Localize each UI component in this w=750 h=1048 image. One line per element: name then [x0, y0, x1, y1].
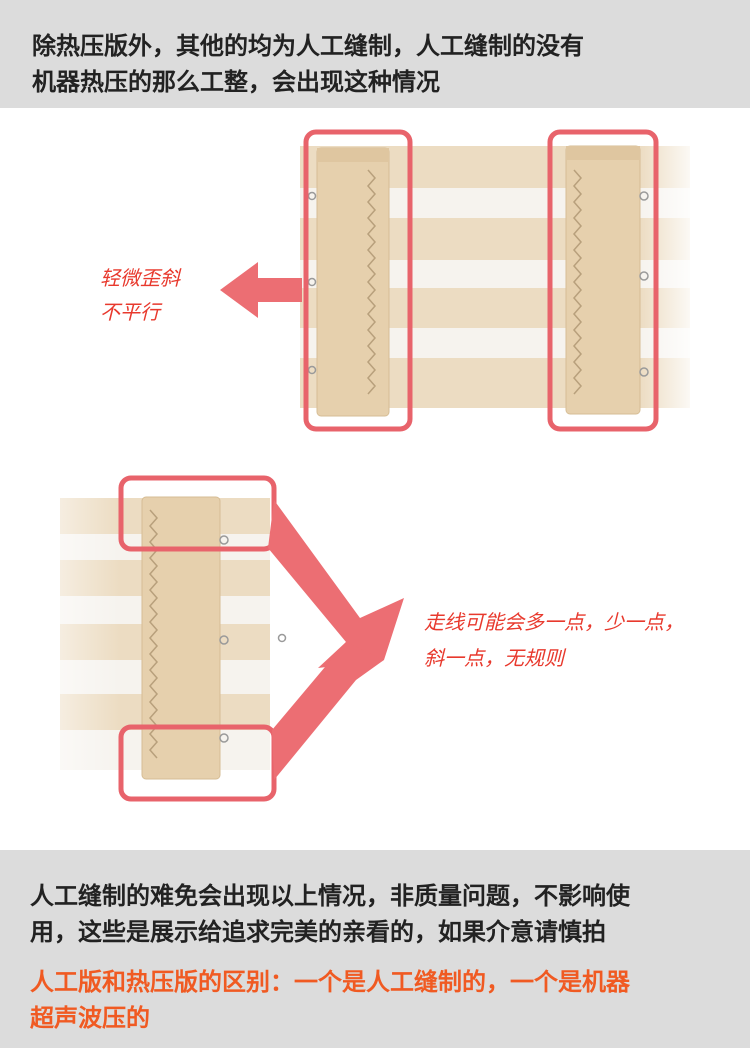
- arrow-right-icon: [268, 500, 404, 668]
- difference-note-line-1: 人工版和热压版的区别：一个是人工缝制的，一个是机器: [30, 968, 630, 996]
- product-photo-1: [0, 129, 700, 802]
- top-note-line-2: 机器热压的那么工整，会出现这种情况: [32, 68, 440, 96]
- highlight-frame-left: [303, 129, 413, 432]
- top-note-line-1: 除热压版外，其他的均为人工缝制，人工缝制的没有: [32, 32, 584, 60]
- callout-stitch-line-1: 走线可能会多一点，少一点，: [424, 610, 684, 634]
- highlight-frame-right: [547, 129, 659, 432]
- arrow-left-icon: [220, 262, 302, 318]
- top-info-banner: 除热压版外，其他的均为人工缝制，人工缝制的没有 机器热压的那么工整，会出现这种情…: [0, 0, 750, 108]
- difference-note-line-2: 超声波压的: [30, 1004, 150, 1032]
- fabric-stripes-2: [0, 490, 270, 790]
- right-tape-1: [565, 145, 649, 415]
- callout-skew-line-2: 不平行: [100, 300, 160, 324]
- bottom-note-line-2: 用，这些是展示给追求完美的亲看的，如果介意请慎拍: [30, 918, 606, 946]
- bottom-info-banner: 人工缝制的难免会出现以上情况，非质量问题，不影响使 用，这些是展示给追求完美的亲…: [0, 850, 750, 1048]
- callout-stitch-line-2: 斜一点，无规则: [424, 646, 564, 670]
- bottom-note-line-1: 人工缝制的难免会出现以上情况，非质量问题，不影响使: [30, 882, 630, 910]
- left-tape-1: [307, 147, 390, 417]
- callout-skew-line-1: 轻微歪斜: [100, 266, 180, 290]
